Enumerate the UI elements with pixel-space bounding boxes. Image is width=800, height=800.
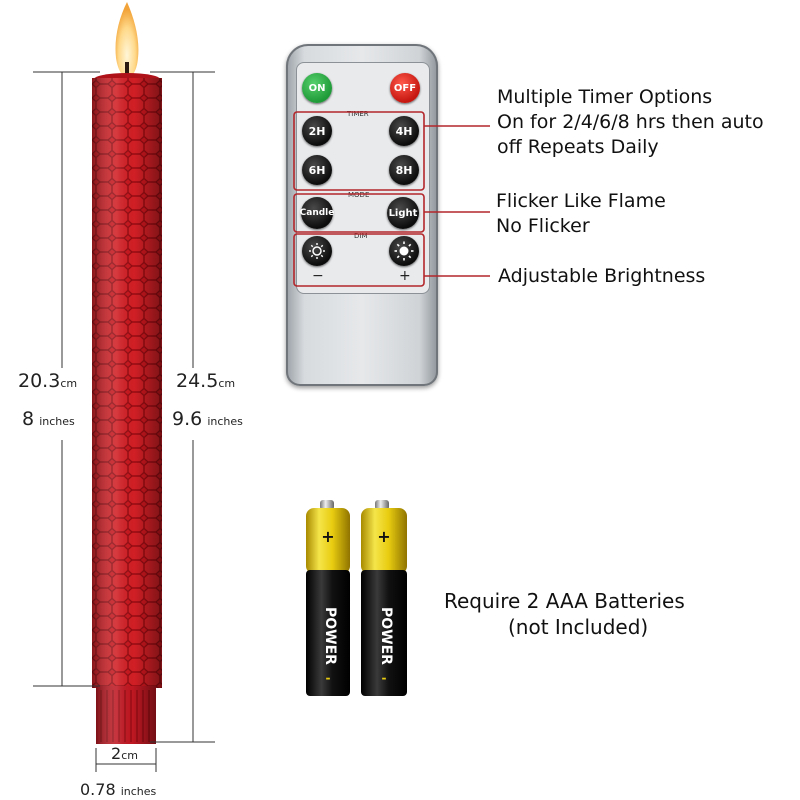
light-mode-button[interactable]: Light bbox=[387, 197, 419, 229]
dim-callout-line1: Adjustable Brightness bbox=[498, 265, 706, 287]
width-cm: 2cm bbox=[111, 744, 138, 763]
mode-callout-line2: No Flicker bbox=[496, 215, 590, 237]
battery-left: + - bbox=[306, 500, 350, 696]
timer-8h-button[interactable]: 8H bbox=[389, 155, 419, 185]
battery-right-brand: POWER bbox=[378, 607, 394, 665]
candle-illustration bbox=[33, 2, 215, 772]
on-button[interactable]: ON bbox=[302, 73, 332, 103]
svg-text:-: - bbox=[326, 671, 331, 685]
svg-text:+: + bbox=[321, 527, 334, 546]
battery-note-line2: (not Included) bbox=[508, 615, 649, 639]
timer-4h-button[interactable]: 4H bbox=[389, 116, 419, 146]
off-button[interactable]: OFF bbox=[390, 73, 420, 103]
dim-label: DIM bbox=[354, 232, 368, 240]
candle-mode-button[interactable]: Candle bbox=[300, 197, 334, 229]
timer-6h-button[interactable]: 6H bbox=[302, 155, 332, 185]
svg-text:+: + bbox=[377, 527, 390, 546]
timer-label: TIMER bbox=[347, 110, 369, 118]
battery-left-brand: POWER bbox=[322, 607, 338, 665]
dim-minus-label: − bbox=[312, 268, 324, 284]
total-height-cm: 24.5cm bbox=[176, 370, 236, 392]
timer-callout-line2: On for 2/4/6/8 hrs then auto bbox=[497, 111, 764, 133]
timer-callout-line3: off Repeats Daily bbox=[497, 136, 659, 158]
inner-height-inches: 8 inches bbox=[22, 408, 75, 430]
dim-down-button[interactable] bbox=[302, 236, 332, 266]
total-height-inches: 9.6 inches bbox=[172, 408, 243, 430]
timer-2h-button[interactable]: 2H bbox=[302, 116, 332, 146]
dim-up-button[interactable] bbox=[389, 236, 419, 266]
battery-note-line1: Require 2 AAA Batteries bbox=[444, 589, 685, 613]
battery-right: + - bbox=[361, 500, 407, 696]
dim-plus-label: + bbox=[399, 268, 411, 284]
flame bbox=[115, 2, 139, 78]
sun-large-icon bbox=[394, 241, 414, 261]
width-inches: 0.78 inches bbox=[80, 780, 157, 799]
svg-text:-: - bbox=[382, 671, 387, 685]
aaa-batteries: + - + - bbox=[306, 500, 407, 696]
sun-small-icon bbox=[309, 243, 325, 259]
mode-label: MODE bbox=[348, 191, 370, 199]
mode-callout-line1: Flicker Like Flame bbox=[496, 190, 666, 212]
inner-height-cm: 20.3cm bbox=[18, 370, 78, 392]
timer-callout-line1: Multiple Timer Options bbox=[497, 86, 713, 108]
